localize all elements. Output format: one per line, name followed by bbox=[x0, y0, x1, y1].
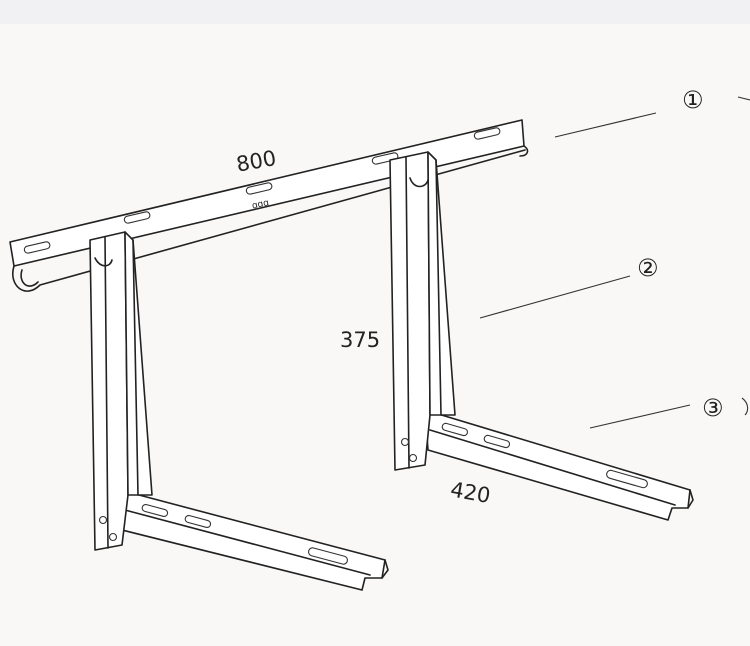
rail-length-label: 800 bbox=[234, 146, 278, 177]
left-bracket bbox=[89, 231, 389, 591]
callout-2: ② bbox=[479, 254, 659, 319]
callout-3-label: ③ bbox=[702, 394, 724, 422]
callout-3: ③ bbox=[589, 394, 749, 429]
wall-rail: ɑɑɑ bbox=[9, 119, 529, 292]
callout-2-label: ② bbox=[637, 254, 659, 282]
rail-marking: ɑɑɑ bbox=[251, 198, 270, 211]
top-band bbox=[0, 0, 750, 24]
bracket-height-label: 375 bbox=[340, 328, 380, 352]
callout-1: ① bbox=[554, 86, 750, 138]
right-bracket bbox=[389, 151, 694, 521]
arm-length-label: 420 bbox=[449, 477, 493, 508]
callout-1-label: ① bbox=[682, 86, 704, 114]
